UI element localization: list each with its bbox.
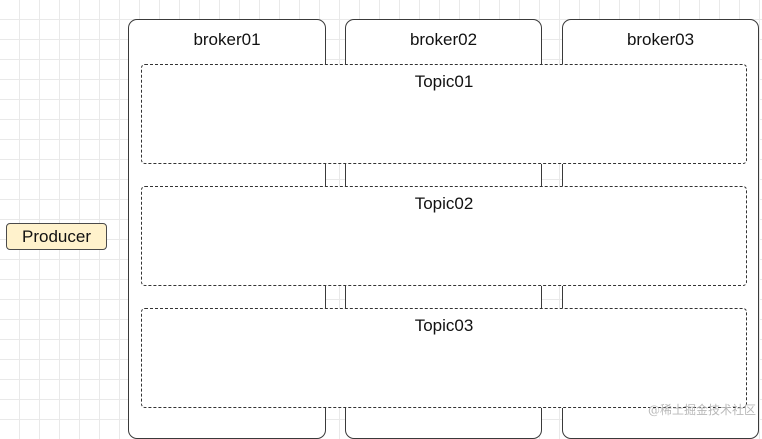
producer-node: Producer xyxy=(6,223,107,250)
watermark: @稀土掘金技术社区 xyxy=(647,403,756,417)
topic-box-1: Topic01 xyxy=(141,64,747,164)
broker-label: broker01 xyxy=(193,30,261,49)
topic-label: Topic03 xyxy=(414,316,474,335)
topic-label: Topic01 xyxy=(414,72,474,91)
broker-label: broker03 xyxy=(626,30,695,49)
topic-box-2: Topic02 xyxy=(141,186,747,286)
broker-label: broker02 xyxy=(409,30,478,49)
topic-label: Topic02 xyxy=(414,194,474,213)
topic-box-3: Topic03 xyxy=(141,308,747,408)
producer-label: Producer xyxy=(22,226,91,246)
